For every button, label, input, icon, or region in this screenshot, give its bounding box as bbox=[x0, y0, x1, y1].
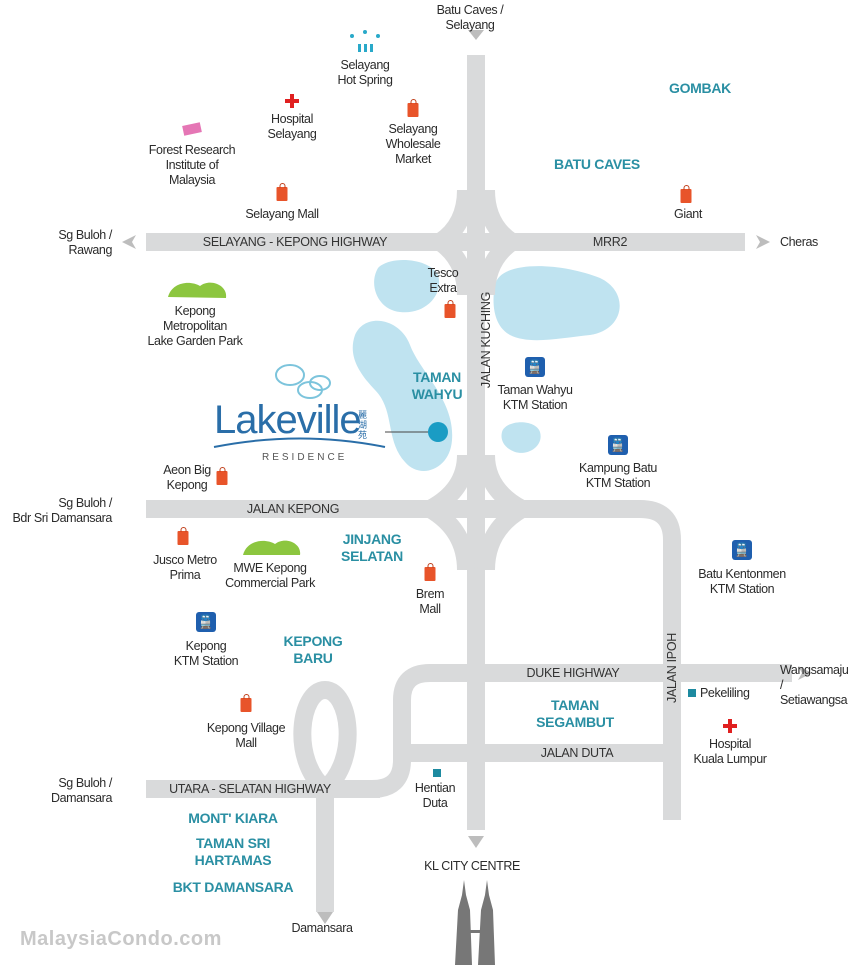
brand-watermark: MalaysiaCondo.com bbox=[20, 928, 222, 950]
lake-east bbox=[493, 266, 620, 341]
arrow-east-top bbox=[756, 235, 770, 249]
place-hospital-kl: Hospital Kuala Lumpur bbox=[693, 737, 767, 766]
place-kepong-park: Kepong Metropolitan Lake Garden Park bbox=[147, 304, 243, 348]
direction-cheras: Cheras bbox=[780, 235, 818, 249]
place-kepong-village: Kepong Village Mall bbox=[206, 721, 286, 750]
shopping-bag-icon bbox=[407, 99, 419, 117]
place-selayang-mall: Selayang Mall bbox=[245, 207, 319, 221]
road-label-jalan-ipoh: JALAN IPOH bbox=[665, 633, 679, 703]
road-label-jalan-duta: JALAN DUTA bbox=[540, 746, 614, 760]
place-hospital-selayang: Hospital Selayang bbox=[267, 112, 317, 141]
shopping-bag-icon bbox=[276, 183, 288, 201]
direction-sg-buloh-bdr: Sg Buloh / Bdr Sri Damansara bbox=[12, 496, 113, 525]
lake-tesco bbox=[374, 259, 440, 313]
station-square-icon bbox=[433, 769, 441, 777]
hospital-icon bbox=[723, 719, 737, 733]
place-wholesale-market: Selayang Wholesale Market bbox=[385, 122, 441, 166]
train-icon: 🚆 bbox=[608, 435, 628, 455]
shopping-bag-icon bbox=[216, 467, 228, 485]
arrow-south-west bbox=[317, 912, 333, 924]
train-icon: 🚆 bbox=[732, 540, 752, 560]
road-jalan-kepong bbox=[146, 500, 681, 820]
area-kepong-baru: KEPONG BARU bbox=[283, 633, 343, 666]
place-brem-mall: Brem Mall bbox=[415, 587, 445, 616]
direction-damansara: Damansara bbox=[291, 921, 353, 935]
book-icon bbox=[182, 122, 202, 136]
direction-sg-buloh-damansara: Sg Buloh / Damansara bbox=[50, 776, 112, 805]
road-label-jalan-kuching: JALAN KUCHING bbox=[479, 291, 493, 389]
direction-batu-caves: Batu Caves / Selayang bbox=[436, 3, 504, 32]
station-square-icon bbox=[688, 689, 696, 697]
place-jusco: Jusco Metro Prima bbox=[153, 553, 217, 582]
road-label-mrr2: MRR2 bbox=[592, 235, 628, 249]
lake-taman-wahyu bbox=[352, 320, 453, 471]
shopping-bag-icon bbox=[240, 694, 252, 712]
area-jinjang-selatan: JINJANG SELATAN bbox=[341, 531, 403, 564]
direction-wangsamaju: Wangsamaju / Setiawangsa bbox=[780, 663, 849, 707]
lakeville-logo: Lakeville bbox=[214, 398, 362, 442]
arrow-south bbox=[468, 836, 484, 848]
park-kepong-blob bbox=[168, 282, 227, 298]
place-pekeliling: Pekeliling bbox=[700, 686, 750, 700]
place-aeon: Aeon Big Kepong bbox=[163, 463, 211, 492]
train-icon: 🚆 bbox=[525, 357, 545, 377]
road-duke bbox=[371, 664, 792, 798]
place-forest-research: Forest Research Institute of Malaysia bbox=[148, 143, 236, 187]
direction-sg-buloh-rawang: Sg Buloh / Rawang bbox=[58, 228, 112, 257]
shopping-bag-icon bbox=[177, 527, 189, 545]
park-mwe-blob bbox=[243, 540, 301, 555]
arrow-north bbox=[468, 30, 484, 40]
area-taman-sri-hartamas: TAMAN SRI HARTAMAS bbox=[194, 835, 272, 868]
road-loop bbox=[293, 680, 357, 912]
lakeville-marker bbox=[428, 422, 448, 442]
road-label-selayang-kepong: SELAYANG - KEPONG HIGHWAY bbox=[202, 235, 388, 249]
road-label-jalan-kepong: JALAN KEPONG bbox=[246, 502, 340, 516]
place-mwe: MWE Kepong Commercial Park bbox=[225, 561, 315, 590]
place-hentian-duta: Hentian Duta bbox=[414, 781, 456, 810]
shopping-bag-icon bbox=[444, 300, 456, 318]
direction-kl-city-centre: KL CITY CENTRE bbox=[424, 859, 520, 873]
area-mont-kiara: MONT' KIARA bbox=[188, 810, 278, 826]
area-taman-segambut: TAMAN SEGAMBUT bbox=[536, 697, 614, 730]
arrow-east-mid bbox=[798, 666, 812, 680]
area-bkt-damansara: BKT DAMANSARA bbox=[172, 879, 294, 895]
lakeville-sub: RESIDENCE bbox=[262, 452, 348, 463]
place-giant: Giant bbox=[674, 207, 702, 221]
area-taman-wahyu: TAMAN WAHYU bbox=[411, 369, 463, 402]
hospital-icon bbox=[285, 94, 299, 108]
place-batu-kentonmen-ktm: Batu Kentonmen KTM Station bbox=[698, 567, 786, 596]
road-label-utara-selatan: UTARA - SELATAN HIGHWAY bbox=[169, 782, 331, 796]
area-gombak: GOMBAK bbox=[669, 80, 731, 96]
place-kepong-ktm: Kepong KTM Station bbox=[173, 639, 239, 668]
place-taman-wahyu-ktm: Taman Wahyu KTM Station bbox=[497, 383, 573, 412]
area-batu-caves: BATU CAVES bbox=[554, 156, 640, 172]
train-icon: 🚆 bbox=[196, 612, 216, 632]
lakeville-chinese: 麗湖苑 bbox=[358, 410, 368, 440]
road-label-duke: DUKE HIGHWAY bbox=[526, 666, 620, 680]
place-tesco: Tesco Extra bbox=[427, 266, 459, 295]
shopping-bag-icon bbox=[424, 563, 436, 581]
lake-small bbox=[501, 422, 541, 453]
shopping-bag-icon bbox=[680, 185, 692, 203]
place-kampung-batu-ktm: Kampung Batu KTM Station bbox=[579, 461, 657, 490]
hot-spring-icon bbox=[350, 30, 380, 52]
place-hot-spring: Selayang Hot Spring bbox=[337, 58, 393, 87]
petronas-towers-icon bbox=[455, 880, 495, 965]
arrow-west-top bbox=[122, 235, 136, 249]
